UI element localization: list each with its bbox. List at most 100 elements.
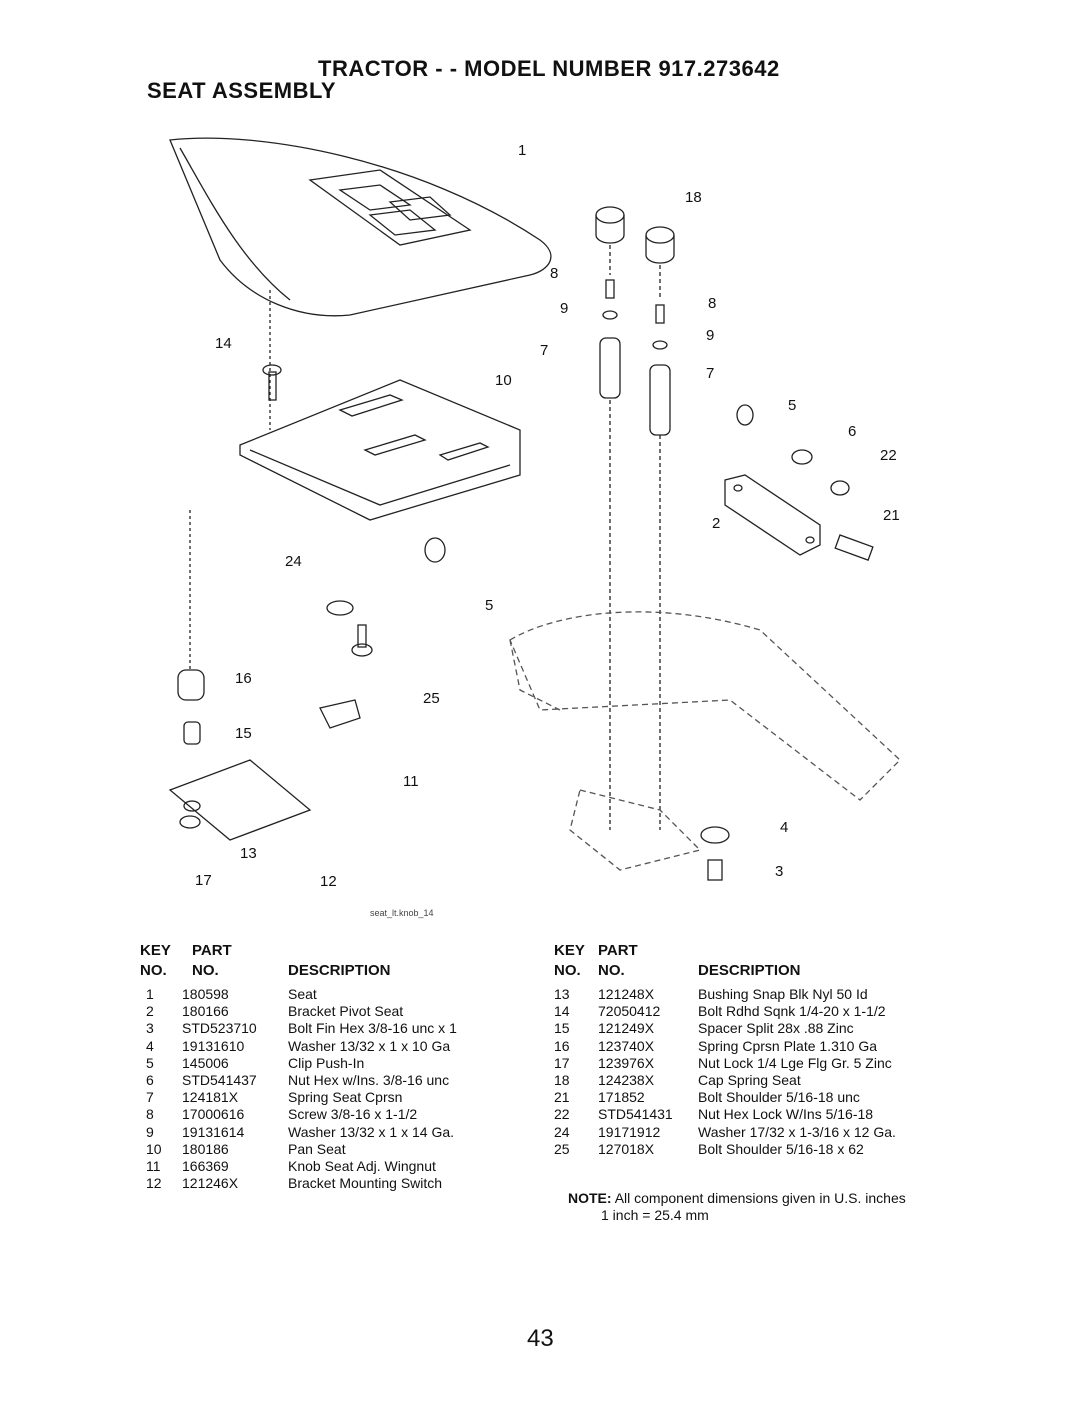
part-description: Clip Push-In [288,1054,365,1071]
spring-assembly-left [595,206,625,830]
part-description: Nut Hex w/Ins. 3/8-16 unc [288,1072,450,1088]
callout: 16 [235,670,252,687]
table-row: 18 124238X Cap Spring Seat [554,1072,954,1089]
part-number: 171852 [598,1089,645,1106]
callout: 17 [195,872,212,889]
page-title: TRACTOR - - MODEL NUMBER 917.273642 [318,56,780,81]
header-description: DESCRIPTION [288,962,391,979]
part-description: Nut Lock 1/4 Lge Flg Gr. 5 Zinc [698,1054,892,1071]
part-number: 180186 [182,1140,229,1157]
part-description: Cap Spring Seat [698,1072,801,1088]
tractor-frame-outline [509,611,901,871]
part-key-no: 16 [554,1037,570,1054]
part-key-no: 13 [554,986,570,1002]
part-description: Screw 3/8-16 x 1-1/2 [288,1106,418,1123]
part-key-no: 9 [146,1123,154,1140]
table-row: 3 STD523710 Bolt Fin Hex 3/8-16 unc x 1 [140,1020,540,1037]
part-description: Spacer Split 28x .88 Zinc [698,1020,854,1037]
part-key-no: 11 [146,1158,161,1174]
part-key-no: 18 [554,1072,570,1088]
part-key-no: 1 [146,986,154,1002]
part-key-no: 14 [554,1003,570,1020]
part-number: 127018X [598,1140,655,1157]
table-row: 24 19171912 Washer 17/32 x 1-3/16 x 12 Ga. [554,1124,954,1141]
callout: 15 [235,725,252,742]
header-part: PART [598,942,638,959]
part-number: 145006 [182,1054,229,1071]
note-conversion: 1 inch = 25.4 mm [601,1207,709,1223]
header-key: KEY [554,942,585,959]
part-description: Bolt Shoulder 5/16-18 x 62 [698,1140,864,1157]
section-title: SEAT ASSEMBLY [147,78,337,103]
part-number: STD523710 [182,1020,257,1037]
table-row: 17 123976X Nut Lock 1/4 Lge Flg Gr. 5 Zinc [554,1055,954,1072]
exploded-parts-diagram: 1 18 8 9 8 9 7 7 14 10 5 6 22 21 2 24 5 … [168,137,901,890]
callout-labels: 1 18 8 9 8 9 7 7 14 10 5 6 22 21 2 24 5 … [195,142,900,890]
part-description: Seat [288,986,317,1002]
callout: 12 [320,873,337,890]
table-row: 25 127018X Bolt Shoulder 5/16-18 x 62 [554,1141,954,1158]
part-number: 180166 [182,1003,229,1020]
header-no: NO. [554,962,581,979]
callout: 5 [788,397,796,414]
callout: 7 [540,342,548,359]
callout: 7 [706,365,714,382]
callout: 10 [495,372,512,389]
callout: 18 [685,189,702,206]
part-number: 124238X [598,1072,655,1088]
part-key-no: 4 [146,1037,154,1054]
part-number: 121246X [182,1175,239,1192]
part-number: 123740X [598,1037,655,1054]
part-key-no: 24 [554,1123,570,1140]
callout: 6 [848,423,856,440]
part-description: Bushing Snap Blk Nyl 50 Id [698,986,868,1002]
header-no: NO. [598,962,625,979]
part-description: Spring Cprsn Plate 1.310 Ga [698,1037,877,1054]
part-description: Washer 17/32 x 1-3/16 x 12 Ga. [698,1123,896,1140]
spring-assembly-right [645,226,675,830]
callout: 8 [708,295,716,312]
page-number: 43 [527,1325,554,1352]
part-key-no: 7 [146,1089,154,1106]
callout: 9 [560,300,568,317]
header-description: DESCRIPTION [698,962,801,979]
part-description: Bracket Mounting Switch [288,1175,443,1192]
part-key-no: 22 [554,1106,570,1123]
part-description: Bolt Fin Hex 3/8-16 unc x 1 [288,1020,457,1037]
part-number: 166369 [182,1158,229,1174]
part-key-no: 15 [554,1020,570,1037]
part-key-no: 17 [554,1054,570,1071]
part-number: 72050412 [598,1003,661,1020]
part-number: 124181X [182,1089,239,1106]
part-number: 121249X [598,1020,655,1037]
part-number: 123976X [598,1054,655,1071]
part-key-no: 5 [146,1054,154,1071]
table-row: 2 180166 Bracket Pivot Seat [140,1003,540,1020]
part-key-no: 25 [554,1140,570,1157]
part-description: Knob Seat Adj. Wingnut [288,1158,436,1174]
callout: 2 [712,515,720,532]
part-number: 19171912 [598,1123,661,1140]
part-description: Bracket Pivot Seat [288,1003,404,1020]
seat-pan-drawing [239,290,521,521]
callout: 21 [883,507,900,524]
header-key: KEY [140,942,171,959]
part-key-no: 2 [146,1003,154,1020]
callout: 8 [550,265,558,282]
callout: 22 [880,447,897,464]
figure-caption: seat_lt.knob_14 [370,908,434,918]
dimension-note: NOTE: All component dimensions given in … [568,1190,906,1224]
callout: 13 [240,845,257,862]
part-number: STD541431 [598,1106,673,1123]
part-key-no: 3 [146,1020,154,1037]
